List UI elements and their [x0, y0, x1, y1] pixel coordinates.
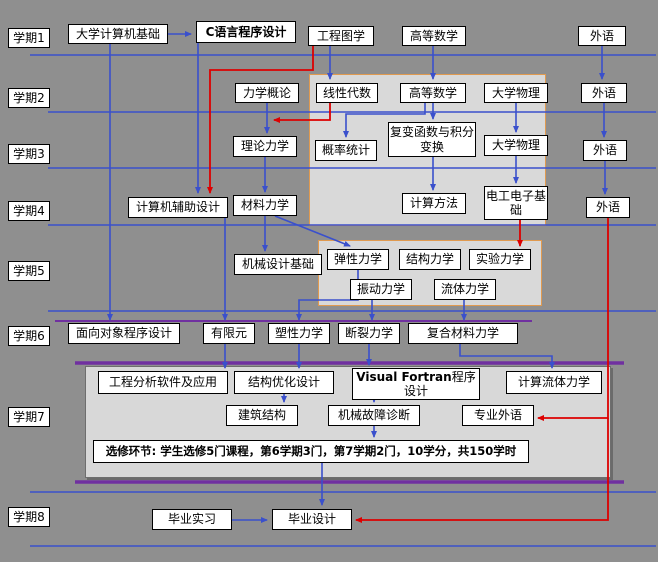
- course-advanced-math-2: 高等数学: [400, 83, 466, 103]
- semester-label-6: 学期6: [8, 326, 50, 346]
- course-college-physics-2: 大学物理: [484, 135, 548, 156]
- semester-label-7: 学期7: [8, 407, 50, 427]
- course-probability-statistics: 概率统计: [315, 140, 377, 161]
- course-material-mechanics: 材料力学: [233, 195, 297, 216]
- course-professional-english: 专业外语: [462, 405, 534, 426]
- semester-label-3: 学期3: [8, 144, 50, 164]
- course-english-3: 外语: [583, 140, 627, 161]
- course-advanced-math-1: 高等数学: [402, 26, 466, 46]
- course-fluid-mechanics: 流体力学: [434, 279, 496, 300]
- course-oop: 面向对象程序设计: [68, 323, 180, 344]
- course-structural-mechanics: 结构力学: [399, 249, 461, 270]
- course-plasticity: 塑性力学: [268, 323, 330, 344]
- course-college-physics-1: 大学物理: [484, 83, 548, 103]
- course-structural-optimization: 结构优化设计: [234, 371, 334, 394]
- course-elasticity: 弹性力学: [327, 249, 389, 270]
- course-engineering-software: 工程分析软件及应用: [98, 371, 228, 394]
- course-electrical-electronics: 电工电子基础: [484, 186, 548, 220]
- course-finite-element: 有限元: [203, 323, 255, 344]
- course-c-programming: C语言程序设计: [196, 21, 296, 43]
- course-fracture-mechanics: 断裂力学: [338, 323, 400, 344]
- course-composite-mechanics: 复合材料力学: [408, 323, 518, 344]
- course-vibration-mechanics: 振动力学: [350, 279, 412, 300]
- course-linear-algebra: 线性代数: [316, 83, 378, 103]
- course-visual-fortran: Visual Fortran程序设计: [352, 368, 480, 400]
- course-internship: 毕业实习: [152, 509, 232, 530]
- semester-label-5: 学期5: [8, 261, 50, 281]
- course-machine-design: 机械设计基础: [234, 254, 322, 275]
- course-building-structure: 建筑结构: [226, 405, 298, 426]
- course-complex-functions: 复变函数与积分变换: [388, 122, 476, 157]
- course-numerical-methods: 计算方法: [402, 193, 466, 214]
- course-cad: 计算机辅助设计: [128, 197, 228, 218]
- course-english-1: 外语: [578, 26, 626, 46]
- course-fault-diagnosis: 机械故障诊断: [328, 405, 420, 426]
- course-mechanics-intro: 力学概论: [235, 83, 299, 103]
- semester-label-2: 学期2: [8, 88, 50, 108]
- course-english-2: 外语: [581, 83, 627, 103]
- semester-label-1: 学期1: [8, 28, 50, 48]
- course-computer-basics: 大学计算机基础: [68, 24, 168, 44]
- course-experimental-mechanics: 实验力学: [469, 249, 531, 270]
- course-theoretical-mechanics: 理论力学: [233, 136, 297, 157]
- course-engineering-graphics: 工程图学: [308, 26, 374, 46]
- course-english-4: 外语: [586, 197, 630, 218]
- elective-note: 选修环节: 学生选修5门课程，第6学期3门，第7学期2门，10学分，共150学时: [93, 440, 529, 463]
- visual-fortran-label: Visual Fortran程序设计: [356, 369, 476, 398]
- course-cfd: 计算流体力学: [506, 371, 602, 394]
- semester-label-8: 学期8: [8, 507, 50, 527]
- course-graduation-project: 毕业设计: [272, 509, 352, 530]
- semester-label-4: 学期4: [8, 201, 50, 221]
